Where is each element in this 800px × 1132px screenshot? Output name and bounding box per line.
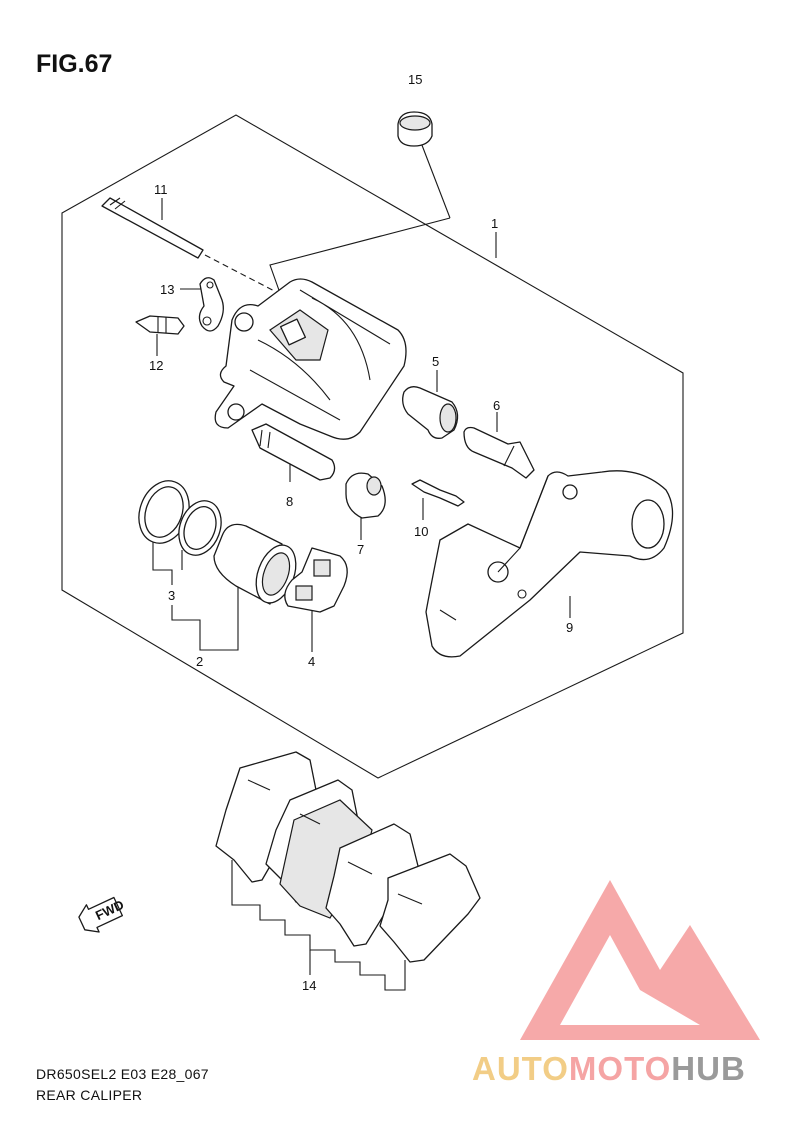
- callout-7: 7: [357, 542, 364, 557]
- callout-10: 10: [414, 524, 428, 539]
- part-15-bleeder-cap: [397, 111, 433, 147]
- part-8-sleeve-pin: [251, 423, 336, 481]
- caliper-body: [214, 278, 407, 440]
- figure-caption: REAR CALIPER: [36, 1087, 143, 1103]
- callout-6: 6: [493, 398, 500, 413]
- part-10-pad-spring: [411, 479, 465, 507]
- part-13-link: [198, 277, 224, 332]
- part-5-boot: [402, 386, 459, 439]
- callout-5: 5: [432, 354, 439, 369]
- callout-12: 12: [149, 358, 163, 373]
- callout-2: 2: [196, 654, 203, 669]
- callout-14: 14: [302, 978, 316, 993]
- callout-13: 13: [160, 282, 174, 297]
- figure-title: FIG.67: [36, 50, 113, 78]
- callout-3: 3: [168, 588, 175, 603]
- part-12-bleeder-screw: [135, 315, 185, 335]
- model-code: DR650SEL2 E03 E28_067: [36, 1066, 209, 1082]
- watermark-logo-icon: [520, 880, 760, 1040]
- part-4-pad-shim: [284, 547, 348, 613]
- part-14-brake-pads: [215, 751, 481, 963]
- watermark-part-hub: HUB: [671, 1050, 746, 1087]
- callout-4: 4: [308, 654, 315, 669]
- callout-11: 11: [154, 182, 168, 197]
- watermark-part-moto: MOTO: [568, 1050, 672, 1087]
- forward-direction-arrow-icon: FWD: [78, 896, 126, 933]
- part-9-caliper-bracket: [425, 470, 674, 658]
- callout-8: 8: [286, 494, 293, 509]
- callout-9: 9: [566, 620, 573, 635]
- callout-1: 1: [491, 216, 498, 231]
- part-7-boot: [345, 472, 386, 519]
- callout-15: 15: [408, 72, 422, 87]
- assembly-boundary: [61, 114, 684, 779]
- part-6-bolt: [463, 426, 535, 479]
- part-3-piston-seals: [138, 480, 222, 556]
- watermark-part-auto: AUTO: [472, 1050, 569, 1087]
- part-11-slide-pin: [101, 197, 204, 259]
- watermark-text: AUTOMOTOHUB: [472, 1050, 746, 1088]
- callout-labels: 1 2 3 4 5 6 7 8 9 10 11 12 13 14 15: [149, 72, 573, 993]
